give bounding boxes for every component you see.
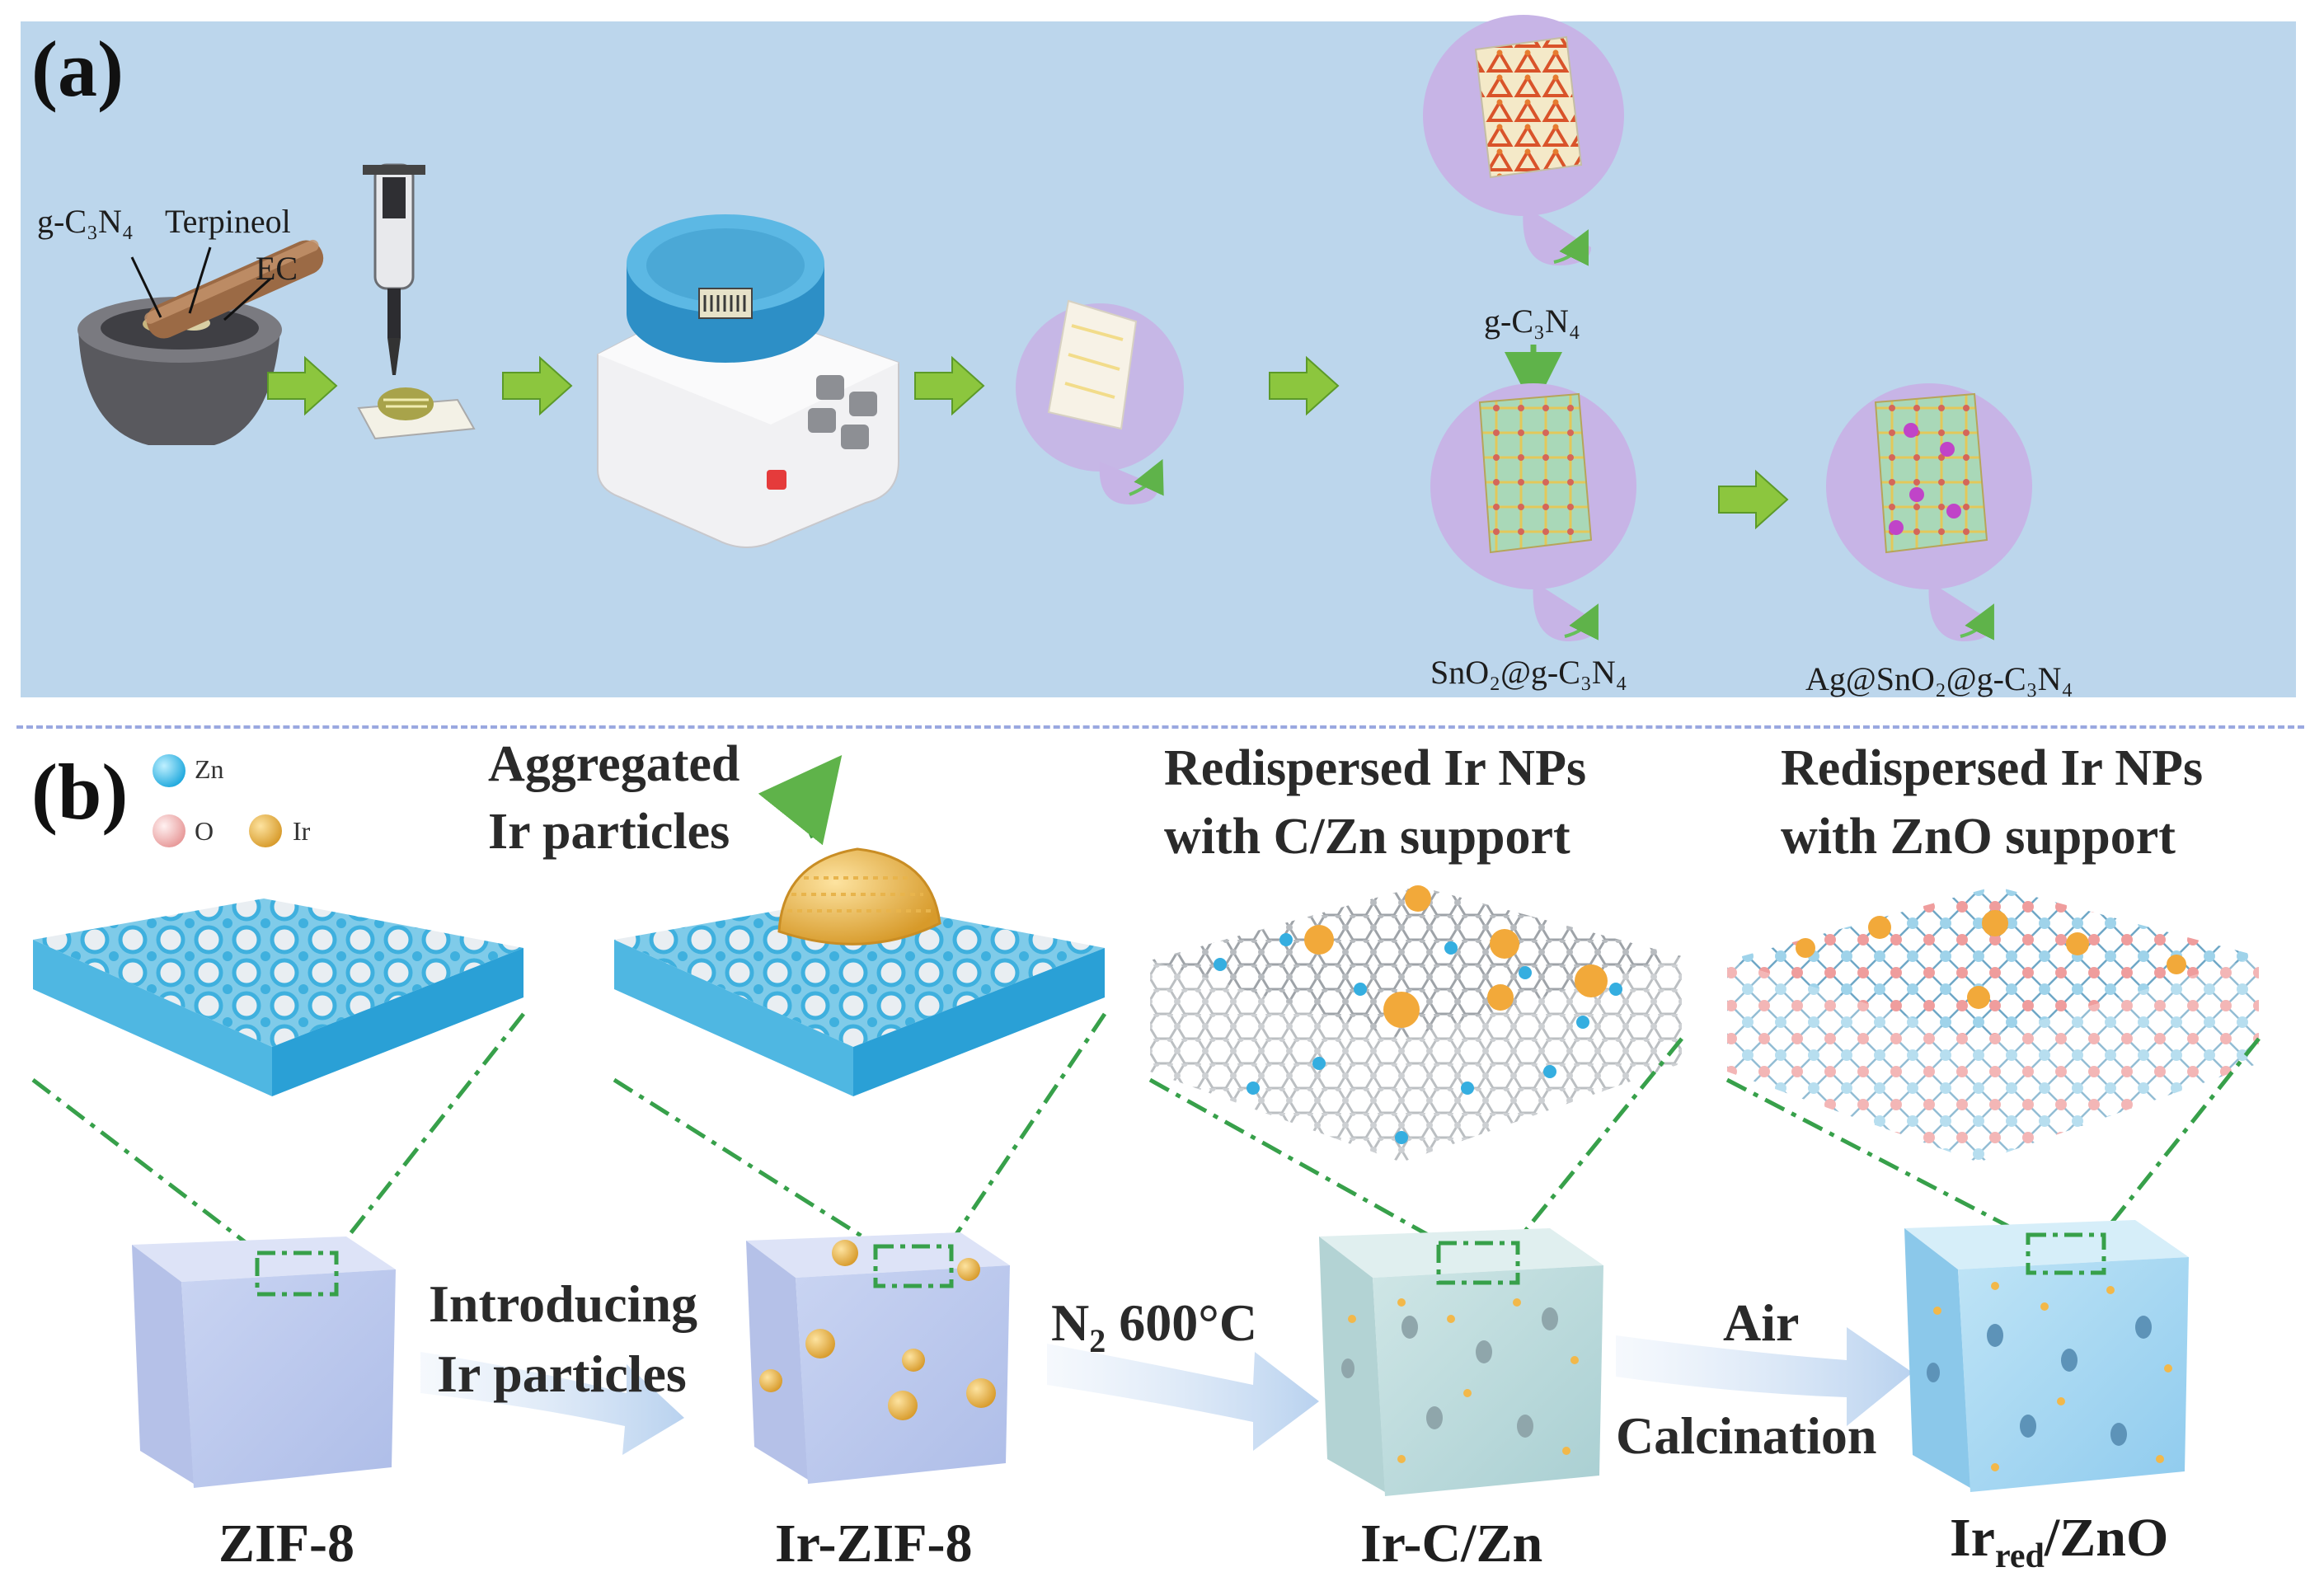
label-gc3n4-precursor: g-C₃N₄ [37,203,134,240]
ir-zif8-cube [746,1232,1010,1484]
ir-zif8-lattice-illustration [614,754,1105,1096]
header-czn-support-1: Redispersed Ir NPs [1164,740,1587,796]
label-ec: EC [256,250,298,287]
header-aggregated-2: Ir particles [488,804,730,860]
panel-b-letter: (b) [31,748,129,836]
pipette-illustration [357,163,476,440]
legend-ir-ball [249,814,282,847]
caption-ir-czn: Ir-C/Zn [1360,1513,1543,1574]
label-sno2-gc3n4: SnO₂@g-C₃N₄ [1430,654,1627,691]
substrate-printed-electrode [1016,299,1184,504]
mortar-and-pestle-illustration [77,239,324,445]
caption-ir-zif8: Ir-ZIF-8 [775,1513,973,1574]
step-introducing-2: Ir particles [437,1344,687,1403]
irred-zno-network-illustration [1727,886,2259,1162]
legend-zn-label: Zn [195,754,224,784]
header-czn-support-2: with C/Zn support [1164,809,1570,865]
caption-zif8: ZIF-8 [218,1513,354,1574]
step-introducing-1: Introducing [429,1274,698,1333]
legend-ir-label: Ir [293,816,311,846]
ir-czn-network-illustration [1150,885,1682,1162]
header-zno-support-1: Redispersed Ir NPs [1781,740,2204,796]
legend-o-ball [153,814,185,847]
panel-a-letter: (a) [31,25,124,113]
label-ag-sno2-gc3n4: Ag@SnO₂@g-C₃N₄ [1805,660,2073,697]
step-calcination: Calcination [1616,1406,1877,1465]
step-air: Air [1723,1293,1800,1352]
step-n2-600c: N2 600°C [1051,1293,1258,1359]
caption-irred-zno: Irred/ZnO [1950,1508,2169,1576]
sno2-gc3n4-sample [1430,383,1636,641]
ir-czn-cube [1319,1228,1603,1496]
header-zno-support-2: with ZnO support [1781,809,2176,865]
zif8-cube [132,1236,396,1488]
panel-separator [16,725,2304,729]
irred-zno-cube [1904,1220,2189,1492]
header-aggregated-1: Aggregated [488,736,740,792]
label-terpineol: Terpineol [165,203,291,240]
gc3n4-pattern-sample [1423,15,1624,410]
process-arrows-panel-b [420,1327,1913,1455]
zoom-guide-lines [31,1012,2261,1253]
ag-sno2-gc3n4-sample [1826,383,2032,641]
zif8-lattice-illustration [33,899,523,1096]
legend-atoms [153,754,282,847]
legend-o-label: O [195,816,214,846]
label-gc3n4-step: g-C₃N₄ [1484,303,1580,340]
legend-zn-ball [153,754,185,787]
process-arrows-panel-a [267,355,1789,530]
spin-coater-illustration [597,214,899,548]
